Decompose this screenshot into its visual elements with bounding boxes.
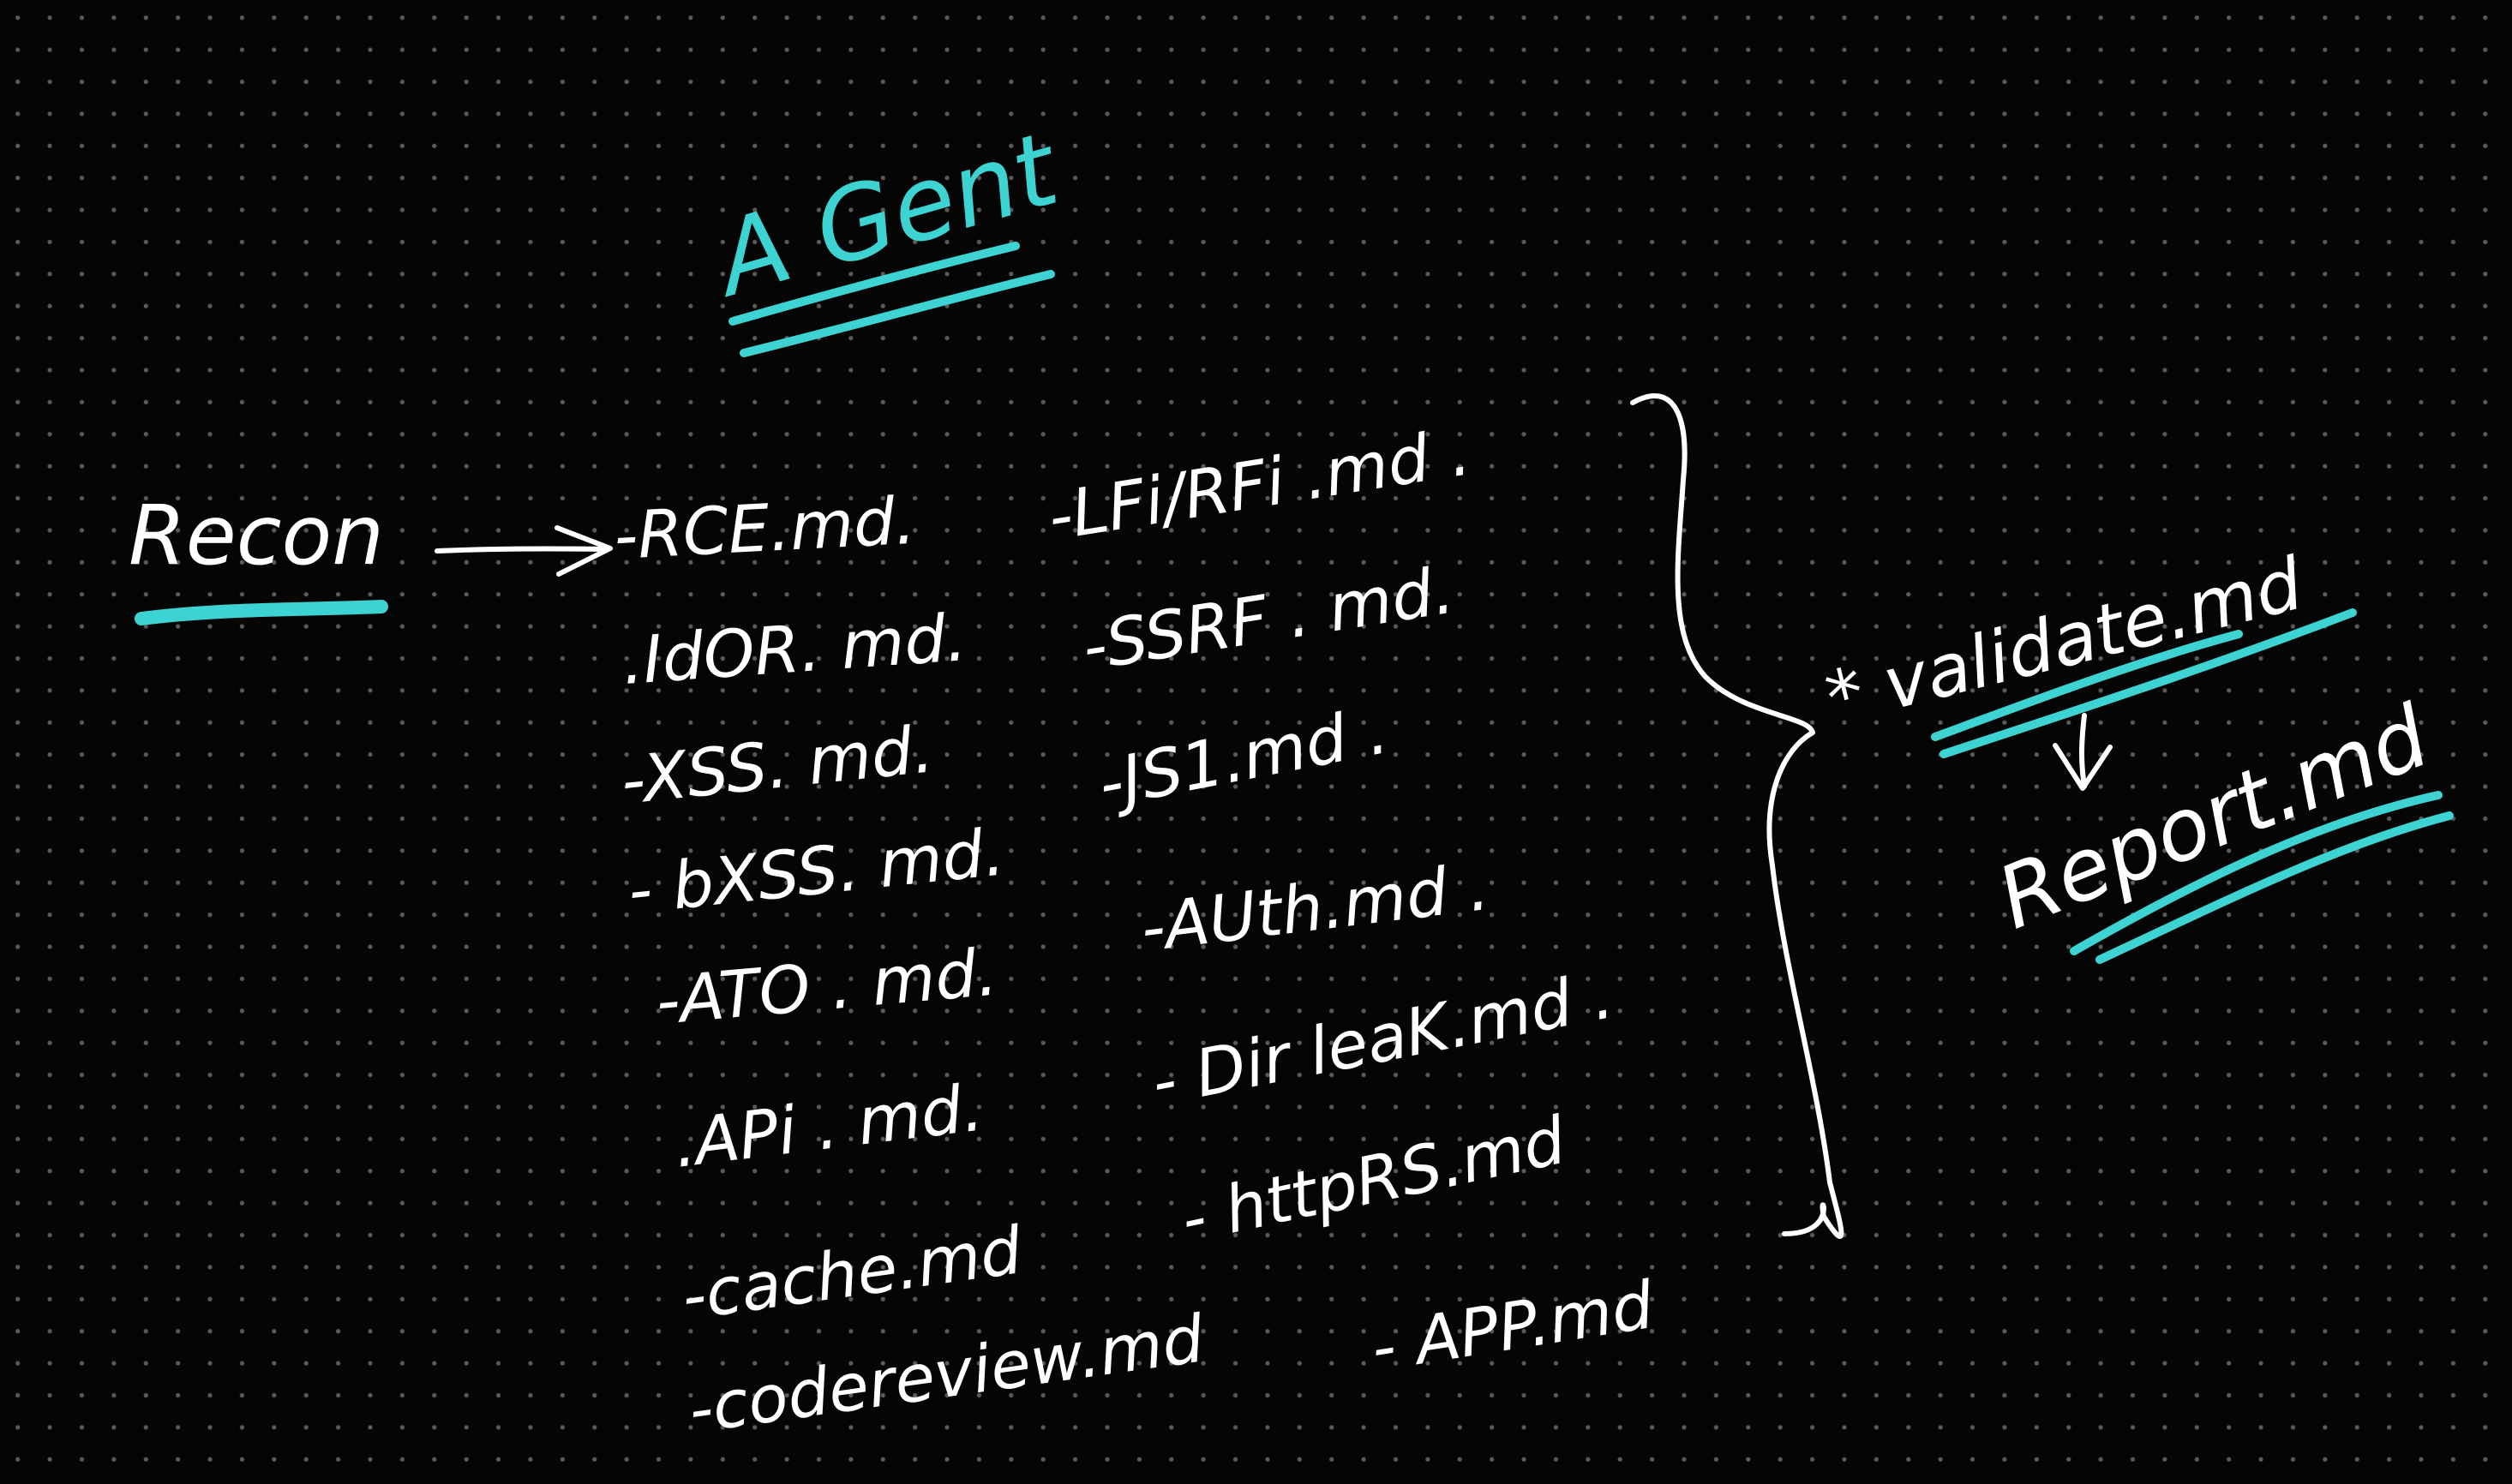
diagram-title: A Gent	[698, 109, 1072, 320]
module-list-right: -LFi/RFi .md . -SSRF . md. -JS1.md . -AU…	[1043, 413, 1659, 1386]
module-auth: -AUth.md .	[1136, 848, 1493, 966]
report-underline-2	[2095, 811, 2454, 964]
module-cache: -cache.md	[677, 1212, 1027, 1335]
module-rce: -RCE.md.	[612, 482, 917, 574]
module-lfi-rfi: -LFi/RFi .md .	[1043, 413, 1476, 555]
module-api: .APi . md.	[669, 1068, 986, 1182]
module-jsl: -JS1.md .	[1092, 691, 1394, 822]
module-dir-leak: - Dir leaK.md .	[1145, 956, 1619, 1120]
module-httprs: - httpRS.md	[1174, 1102, 1572, 1258]
module-xss: -XSS. md.	[618, 710, 938, 819]
module-idor: .IdOR. md.	[620, 599, 968, 699]
grouping-brace	[1630, 393, 1844, 1239]
module-app: - APP.md	[1366, 1266, 1659, 1386]
title-underline-1	[728, 242, 1020, 326]
validate-underline-2	[1939, 608, 2357, 758]
validate-to-report-arrow	[2053, 713, 2113, 791]
recon-arrow	[435, 525, 613, 577]
report-underline-1	[2070, 791, 2443, 955]
validate-underline-1	[1931, 630, 2243, 741]
recon-label: Recon	[129, 488, 384, 583]
module-bxss: - bXSS. md.	[625, 813, 1008, 929]
module-ato: -ATO . md.	[653, 933, 1000, 1038]
title-underline-2	[740, 270, 1055, 357]
recon-underline	[135, 600, 388, 625]
module-ssrf: -SSRF . md.	[1077, 552, 1459, 685]
